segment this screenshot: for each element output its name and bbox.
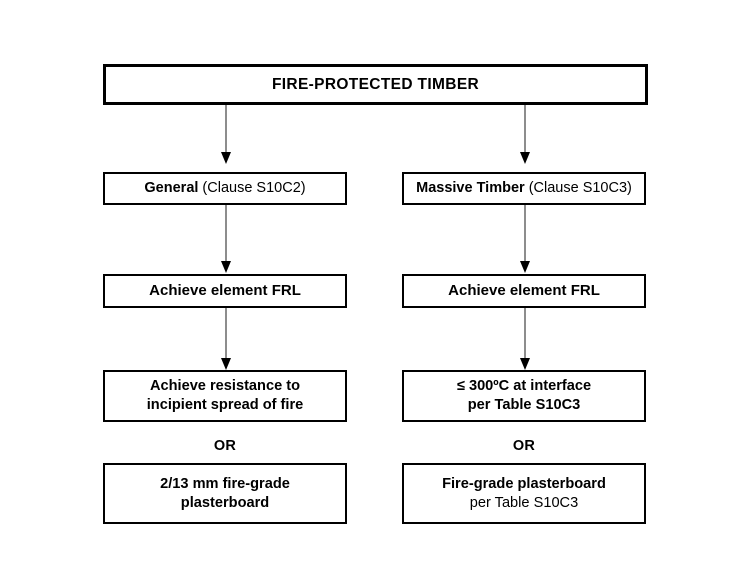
connector-line (524, 104, 526, 152)
node-fire-protected-timber[interactable]: FIRE-PROTECTED TIMBER (103, 64, 648, 105)
node-title-label: FIRE-PROTECTED TIMBER (271, 75, 480, 93)
or-text-right: OR (512, 438, 536, 454)
node-general-strong: General (144, 180, 199, 197)
node-massive-timber-clause[interactable]: Massive Timber (Clause S10C3) (402, 172, 646, 205)
arrowhead-icon (220, 261, 231, 273)
or-text-left: OR (213, 438, 237, 454)
arrowhead-icon (220, 358, 231, 370)
node-left-alternative-line-1: 2/13 mm fire-grade (160, 475, 290, 492)
node-general-clause-ref: (Clause S10C2) (198, 180, 306, 197)
node-right-frl-label: Achieve element FRL (448, 282, 600, 300)
connector-line (225, 308, 227, 358)
connector-line (225, 205, 227, 261)
connector-line (524, 308, 526, 358)
node-right-requirement-label: ≤ 300ºC at interface per Table S10C3 (404, 377, 644, 414)
node-left-alternative-label: 2/13 mm fire-grade plasterboard (105, 475, 345, 512)
arrowhead-icon (519, 152, 530, 164)
node-right-interface-temperature[interactable]: ≤ 300ºC at interface per Table S10C3 (402, 370, 646, 422)
node-left-fire-grade-plasterboard[interactable]: 2/13 mm fire-grade plasterboard (103, 463, 347, 524)
node-left-requirement-line-2: incipient spread of fire (146, 397, 304, 413)
node-general-label: General (Clause S10C2) (105, 179, 345, 198)
node-general-clause[interactable]: General (Clause S10C2) (103, 172, 347, 205)
node-left-requirement-line-1: Achieve resistance to (149, 378, 301, 395)
node-right-alternative-label: Fire-grade plasterboard per Table S10C3 (404, 475, 644, 512)
node-left-incipient-spread[interactable]: Achieve resistance to incipient spread o… (103, 370, 347, 422)
node-right-fire-grade-plasterboard[interactable]: Fire-grade plasterboard per Table S10C3 (402, 463, 646, 524)
node-left-requirement-label: Achieve resistance to incipient spread o… (105, 377, 345, 414)
node-right-requirement-line-1: ≤ 300ºC at interface (456, 378, 592, 395)
node-left-achieve-element-frl[interactable]: Achieve element FRL (103, 274, 347, 308)
connector-line (524, 205, 526, 261)
node-massive-timber-strong: Massive Timber (416, 180, 525, 197)
node-massive-timber-clause-ref: (Clause S10C3) (524, 180, 632, 197)
node-left-frl-label: Achieve element FRL (149, 282, 301, 300)
or-label-left: OR (103, 438, 347, 454)
node-right-requirement-line-2: per Table S10C3 (467, 397, 581, 413)
or-label-right: OR (402, 438, 646, 454)
arrowhead-icon (519, 261, 530, 273)
node-massive-timber-label: Massive Timber (Clause S10C3) (404, 179, 644, 198)
node-right-alternative-line-1: Fire-grade plasterboard (442, 475, 606, 492)
node-right-achieve-element-frl[interactable]: Achieve element FRL (402, 274, 646, 308)
node-left-alternative-line-2: plasterboard (180, 494, 270, 511)
connector-line (225, 104, 227, 152)
arrowhead-icon (519, 358, 530, 370)
arrowhead-icon (220, 152, 231, 164)
node-right-alternative-line-2: per Table S10C3 (469, 494, 579, 511)
